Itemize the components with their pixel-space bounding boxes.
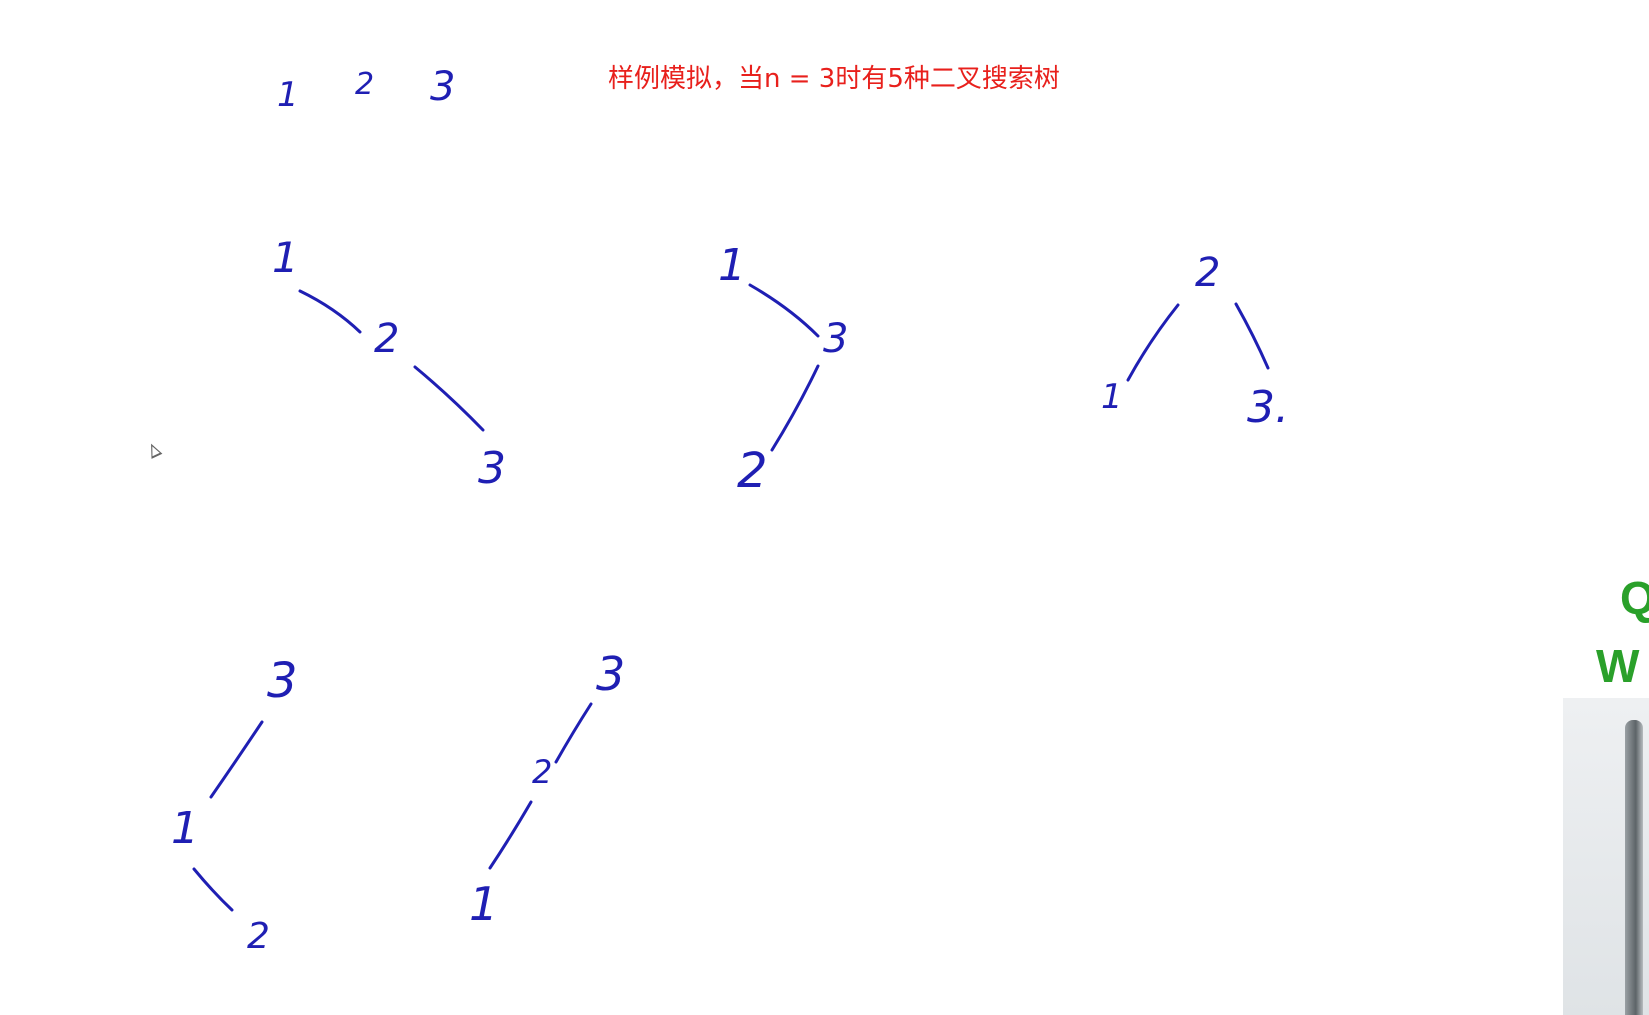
tree-2-node-2: 2 xyxy=(737,443,768,499)
tree-1: 1 2 3 xyxy=(272,233,506,494)
webcam-overlay xyxy=(1563,698,1649,1015)
tree-3-edge-2-1 xyxy=(1126,303,1180,382)
tree-1-edge-2-3 xyxy=(413,365,485,432)
tree-5: 3 2 1 xyxy=(469,647,625,931)
header-number-2: 2 xyxy=(355,67,374,102)
tree-4-node-2: 2 xyxy=(247,916,270,957)
tree-1-node-2: 2 xyxy=(374,316,399,362)
header-number-1: 1 xyxy=(277,75,299,115)
tree-1-node-1: 1 xyxy=(272,233,299,282)
tree-2: 1 3 2 xyxy=(718,240,848,499)
tree-5-node-2: 2 xyxy=(532,753,552,791)
tree-3: 2 1 3. xyxy=(1101,250,1289,433)
tree-4-node-3: 3 xyxy=(267,653,298,709)
tree-3-node-1: 1 xyxy=(1101,377,1123,417)
tree-2-node-3: 3 xyxy=(823,316,848,362)
tree-5-node-3: 3 xyxy=(596,647,625,701)
tree-2-edge-3-2 xyxy=(770,364,820,452)
tree-1-edge-1-2 xyxy=(298,289,362,334)
webcam-figure-icon xyxy=(1625,720,1643,1015)
tree-3-node-3: 3. xyxy=(1247,382,1289,433)
tree-4-edge-1-2 xyxy=(192,867,234,912)
tree-1-node-3: 3 xyxy=(478,443,506,494)
side-text-top: Q xyxy=(1620,572,1649,624)
tree-2-node-1: 1 xyxy=(718,240,746,291)
header-numbers: 1 2 3 xyxy=(277,64,455,115)
tree-4-edge-3-1 xyxy=(209,720,264,799)
side-text-bottom: W xyxy=(1596,640,1640,692)
tree-2-edge-1-3 xyxy=(748,283,820,338)
tree-5-node-1: 1 xyxy=(469,877,498,931)
tree-5-edge-2-1 xyxy=(488,800,533,870)
tree-3-node-2: 2 xyxy=(1195,250,1220,296)
tree-4-node-1: 1 xyxy=(171,803,199,854)
tree-5-edge-3-2 xyxy=(554,702,593,764)
tree-4: 3 1 2 xyxy=(171,653,298,957)
tree-3-edge-2-3 xyxy=(1234,302,1270,370)
header-number-3: 3 xyxy=(430,64,455,110)
page-title: 样例模拟，当n = 3时有5种二叉搜索树 xyxy=(608,64,1060,94)
